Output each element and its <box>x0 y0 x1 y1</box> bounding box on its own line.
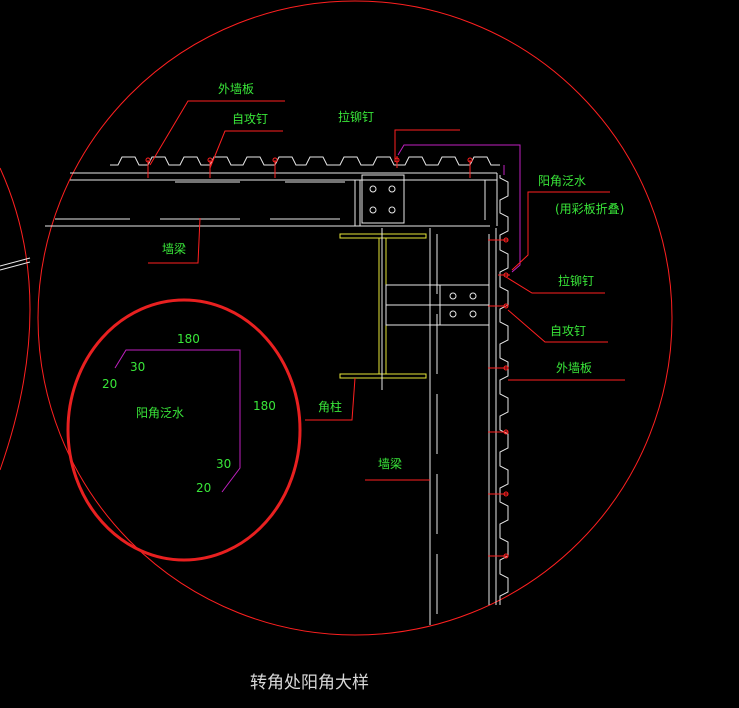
bolt <box>449 292 457 300</box>
label-corner-flashing-note: (用彩板折叠) <box>555 201 624 216</box>
right-wall-panel <box>499 175 509 605</box>
bolt <box>369 185 377 193</box>
corner-flashing <box>397 144 521 273</box>
flashing-profile <box>114 349 241 493</box>
drawing-title: 转角处阳角大样 <box>250 673 369 693</box>
label-self-tap-screw-right: 自攻钉 <box>550 324 586 338</box>
flashing-dim-top: 180 <box>177 332 200 346</box>
bolt <box>388 185 396 193</box>
label-outer-panel-top: 外墙板 <box>218 82 254 96</box>
left-edge-line-2 <box>0 257 31 267</box>
connection-plate-top <box>361 174 405 224</box>
flashing-detail-label: 阳角泛水 <box>136 406 184 420</box>
label-rivet-top: 拉铆钉 <box>338 109 374 124</box>
right-screws <box>488 237 510 559</box>
leader-lines <box>148 100 625 481</box>
label-corner-flashing: 阳角泛水 <box>538 174 586 188</box>
bolt <box>388 206 396 214</box>
bolt <box>469 292 477 300</box>
flashing-dim-top-lip: 20 <box>102 377 117 391</box>
flashing-detail-circle <box>66 298 302 562</box>
connection-plate-inner <box>354 179 361 227</box>
label-outer-panel-right: 外墙板 <box>556 361 592 375</box>
flashing-dim-bottom-lip: 20 <box>196 481 211 495</box>
left-edge-line <box>0 261 31 271</box>
top-wall-panel <box>110 156 500 166</box>
label-rivet-right: 拉铆钉 <box>558 273 594 288</box>
corner-column-i-section <box>339 233 427 379</box>
detail-circle <box>37 0 673 636</box>
bolt <box>369 206 377 214</box>
label-wall-beam-top: 墙梁 <box>162 241 186 256</box>
bolt <box>469 310 477 318</box>
label-wall-beam-right: 墙梁 <box>378 456 402 471</box>
flashing-dim-bottom-return: 30 <box>216 457 231 471</box>
label-self-tap-screw-top: 自攻钉 <box>232 112 268 126</box>
top-screws <box>145 156 473 178</box>
label-corner-column: 角柱 <box>318 399 342 414</box>
bolt <box>449 310 457 318</box>
left-partial-circle <box>0 167 31 471</box>
flashing-dim-top-return: 30 <box>130 360 145 374</box>
flashing-dim-right: 180 <box>253 399 276 413</box>
